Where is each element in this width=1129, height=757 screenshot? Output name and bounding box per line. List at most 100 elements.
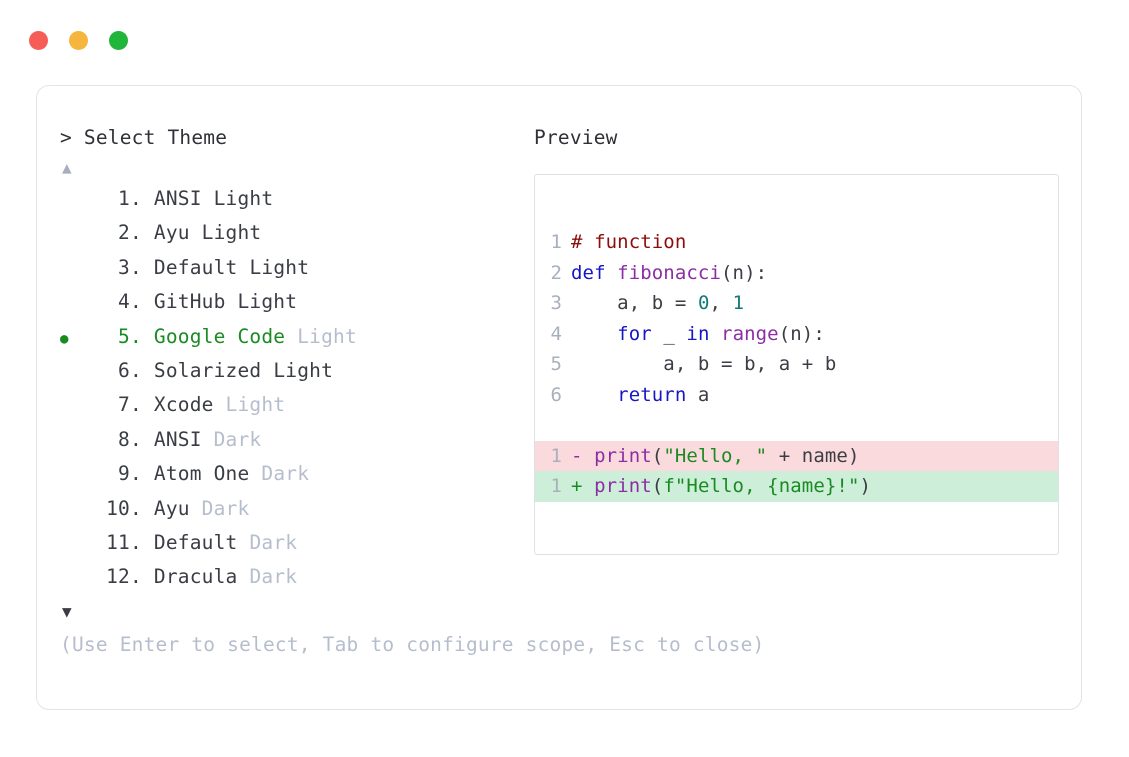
- selection-bullet-icon: [60, 254, 88, 286]
- theme-item-variant: Dark: [201, 496, 250, 520]
- theme-item-variant: Light: [297, 324, 357, 348]
- theme-item-number: 12: [106, 565, 130, 589]
- theme-list: 1. ANSI Light 2. Ayu Light 3. Default Li…: [60, 183, 530, 596]
- selection-bullet-icon: [60, 460, 88, 492]
- minimize-window-button[interactable]: [69, 31, 88, 50]
- theme-item-name: Default: [153, 255, 238, 279]
- line-number: 1: [550, 231, 562, 253]
- theme-item-number: 1: [118, 187, 130, 210]
- theme-item-space: [237, 252, 249, 284]
- code-line-text: # function: [571, 227, 686, 258]
- theme-item-separator: .: [130, 496, 154, 520]
- theme-item-space: [226, 286, 238, 318]
- code-line-added: 1+ print(f"Hello, {name}!"): [535, 471, 1058, 502]
- theme-item-space: [285, 321, 297, 353]
- code-line-removed: 1 - print("Hello, " + name): [535, 440, 1058, 472]
- code-token-func: fibonacci: [617, 261, 722, 284]
- code-token-keyword: for: [617, 322, 652, 345]
- theme-item-name: Ayu: [153, 221, 190, 245]
- theme-item-separator: .: [130, 393, 154, 417]
- theme-list-item[interactable]: ●5. Google Code Light: [60, 321, 530, 355]
- theme-item-space: [202, 183, 214, 215]
- selection-bullet-icon: [60, 495, 88, 527]
- code-token-plain: a, b =: [571, 292, 698, 314]
- scroll-up-icon[interactable]: ▲: [62, 158, 72, 177]
- theme-item-separator: .: [130, 565, 154, 589]
- code-token-plain: ): [859, 475, 872, 497]
- theme-list-item[interactable]: 11. Default Dark: [60, 527, 530, 561]
- theme-item-separator: .: [130, 290, 154, 314]
- theme-list-item[interactable]: 2. Ayu Light: [60, 217, 530, 251]
- code-token-plain: (: [651, 444, 664, 467]
- selection-bullet-icon: [60, 529, 88, 561]
- theme-item-variant: Light: [225, 393, 286, 417]
- code-line: 3 a, b = 0, 1: [535, 288, 1058, 319]
- theme-list-item[interactable]: 10. Ayu Dark: [60, 493, 530, 527]
- theme-item-space: [214, 389, 226, 421]
- theme-item-variant: Dark: [213, 427, 262, 451]
- theme-list-item[interactable]: 4. GitHub Light: [60, 286, 530, 320]
- keyboard-hint: (Use Enter to select, Tab to configure s…: [60, 633, 765, 656]
- code-line-text: for _ in range(n):: [571, 319, 825, 350]
- close-window-button[interactable]: [29, 31, 48, 50]
- selection-bullet-icon: [60, 357, 88, 389]
- theme-list-item[interactable]: 8. ANSI Dark: [60, 424, 530, 458]
- code-token-number: 0: [697, 292, 710, 314]
- theme-item-variant: Light: [237, 290, 298, 314]
- preview-label: Preview: [534, 126, 618, 149]
- theme-list-item[interactable]: 9. Atom One Dark: [60, 458, 530, 492]
- theme-item-name: Xcode: [153, 393, 214, 417]
- code-line-text: - print("Hello, " + name): [571, 441, 860, 472]
- theme-item-separator: .: [130, 255, 154, 279]
- theme-item-number: 4: [118, 290, 130, 314]
- selection-bullet-icon: [60, 426, 88, 458]
- code-token-plain: (n):: [778, 322, 825, 345]
- code-token-plain: a, b = b, a + b: [571, 353, 837, 375]
- theme-item-number: 9: [118, 462, 130, 486]
- theme-item-name: GitHub: [153, 290, 226, 314]
- theme-item-name: Dracula: [153, 565, 238, 589]
- code-line: 1 # function: [535, 227, 1058, 258]
- theme-list-item[interactable]: 7. Xcode Light: [60, 389, 530, 423]
- theme-item-separator: .: [130, 187, 154, 210]
- theme-list-item[interactable]: 1. ANSI Light: [60, 183, 530, 217]
- theme-item-space: [190, 493, 202, 525]
- code-token-plain: ,: [709, 292, 733, 314]
- prompt-line: > Select Theme: [60, 124, 530, 152]
- theme-list-item[interactable]: 6. Solarized Light: [60, 355, 530, 389]
- code-line: 4 for _ in range(n):: [535, 319, 1058, 350]
- theme-item-variant: Light: [273, 359, 334, 383]
- line-number: 6: [550, 383, 562, 406]
- theme-item-name: ANSI: [153, 187, 202, 210]
- theme-item-variant: Light: [201, 221, 262, 245]
- theme-item-space: [190, 217, 202, 249]
- code-token-plain: (n):: [721, 261, 768, 284]
- code-token-number: 1: [732, 292, 745, 314]
- maximize-window-button[interactable]: [109, 31, 128, 50]
- theme-item-space: [249, 458, 261, 490]
- line-number: 1: [550, 444, 562, 467]
- theme-item-number: 3: [118, 255, 130, 279]
- scroll-down-icon[interactable]: ▼: [62, 601, 72, 621]
- code-token-string: "Hello, ": [663, 444, 768, 467]
- theme-item-number: 7: [118, 393, 130, 417]
- line-number: 1: [550, 475, 562, 497]
- code-line-text: a, b = b, a + b: [571, 349, 836, 380]
- code-line: 6 return a: [535, 380, 1058, 411]
- theme-item-variant: Light: [213, 187, 274, 210]
- theme-list-item[interactable]: 3. Default Light: [60, 252, 530, 286]
- selection-bullet-icon: [60, 219, 88, 251]
- selection-bullet-icon: [60, 288, 88, 320]
- theme-item-variant: Dark: [249, 531, 298, 555]
- selection-bullet-icon: [60, 563, 88, 595]
- theme-item-separator: .: [130, 531, 154, 555]
- code-token-func: print: [594, 444, 652, 467]
- theme-list-item[interactable]: 12. Dracula Dark: [60, 561, 530, 595]
- line-number: 2: [550, 261, 562, 284]
- theme-item-number: 11: [106, 531, 130, 555]
- theme-item-variant: Dark: [249, 565, 298, 589]
- code-token-plain: _: [651, 322, 687, 345]
- theme-item-number: 2: [118, 221, 130, 245]
